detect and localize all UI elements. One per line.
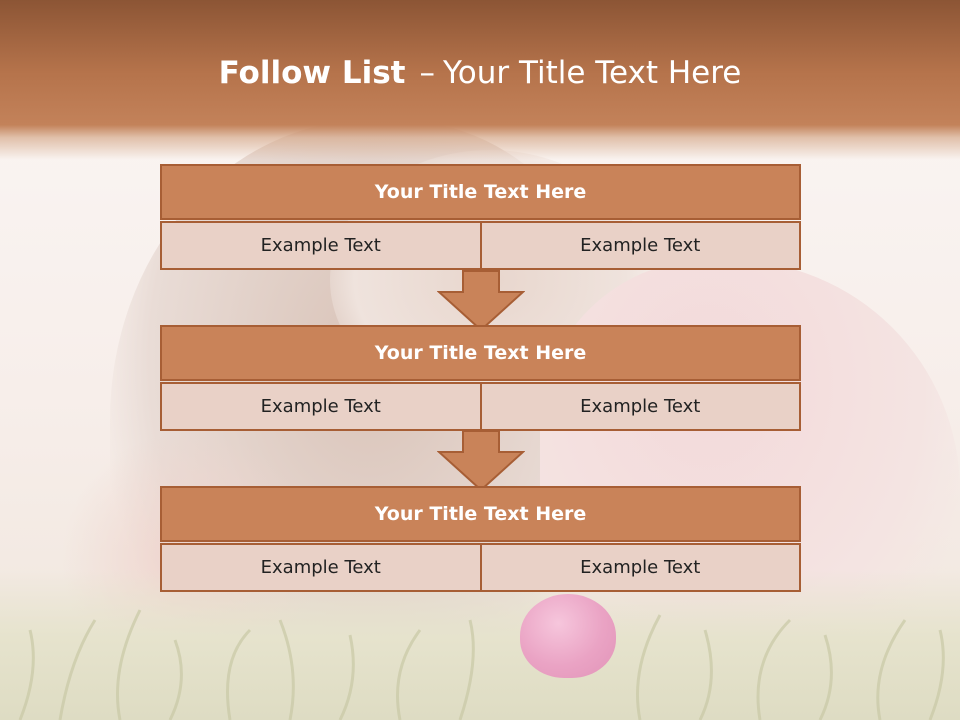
- grass-blades-graphic: [18, 609, 945, 720]
- step-title: Your Title Text Here: [160, 164, 801, 220]
- slide-title: Follow List–Your Title Text Here: [0, 55, 960, 91]
- photo-grass: [0, 570, 960, 720]
- flow-step-2: Your Title Text Here Example Text Exampl…: [160, 325, 801, 431]
- down-arrow-icon: [437, 430, 525, 492]
- down-arrow-icon: [437, 270, 525, 332]
- step-left-text: Example Text: [160, 382, 482, 431]
- flow-step-3: Your Title Text Here Example Text Exampl…: [160, 486, 801, 592]
- photo-egg: [520, 594, 616, 678]
- title-bold-part: Follow List: [218, 55, 406, 91]
- title-separator: –: [419, 55, 435, 91]
- title-subtitle-part: Your Title Text Here: [442, 55, 742, 91]
- step-row: Example Text Example Text: [160, 221, 801, 270]
- step-title: Your Title Text Here: [160, 325, 801, 381]
- step-row: Example Text Example Text: [160, 382, 801, 431]
- step-right-text: Example Text: [481, 221, 801, 270]
- flow-step-1: Your Title Text Here Example Text Exampl…: [160, 164, 801, 270]
- step-right-text: Example Text: [481, 543, 801, 592]
- step-left-text: Example Text: [160, 543, 482, 592]
- step-row: Example Text Example Text: [160, 543, 801, 592]
- title-band: [0, 0, 960, 160]
- step-title: Your Title Text Here: [160, 486, 801, 542]
- step-right-text: Example Text: [481, 382, 801, 431]
- step-left-text: Example Text: [160, 221, 482, 270]
